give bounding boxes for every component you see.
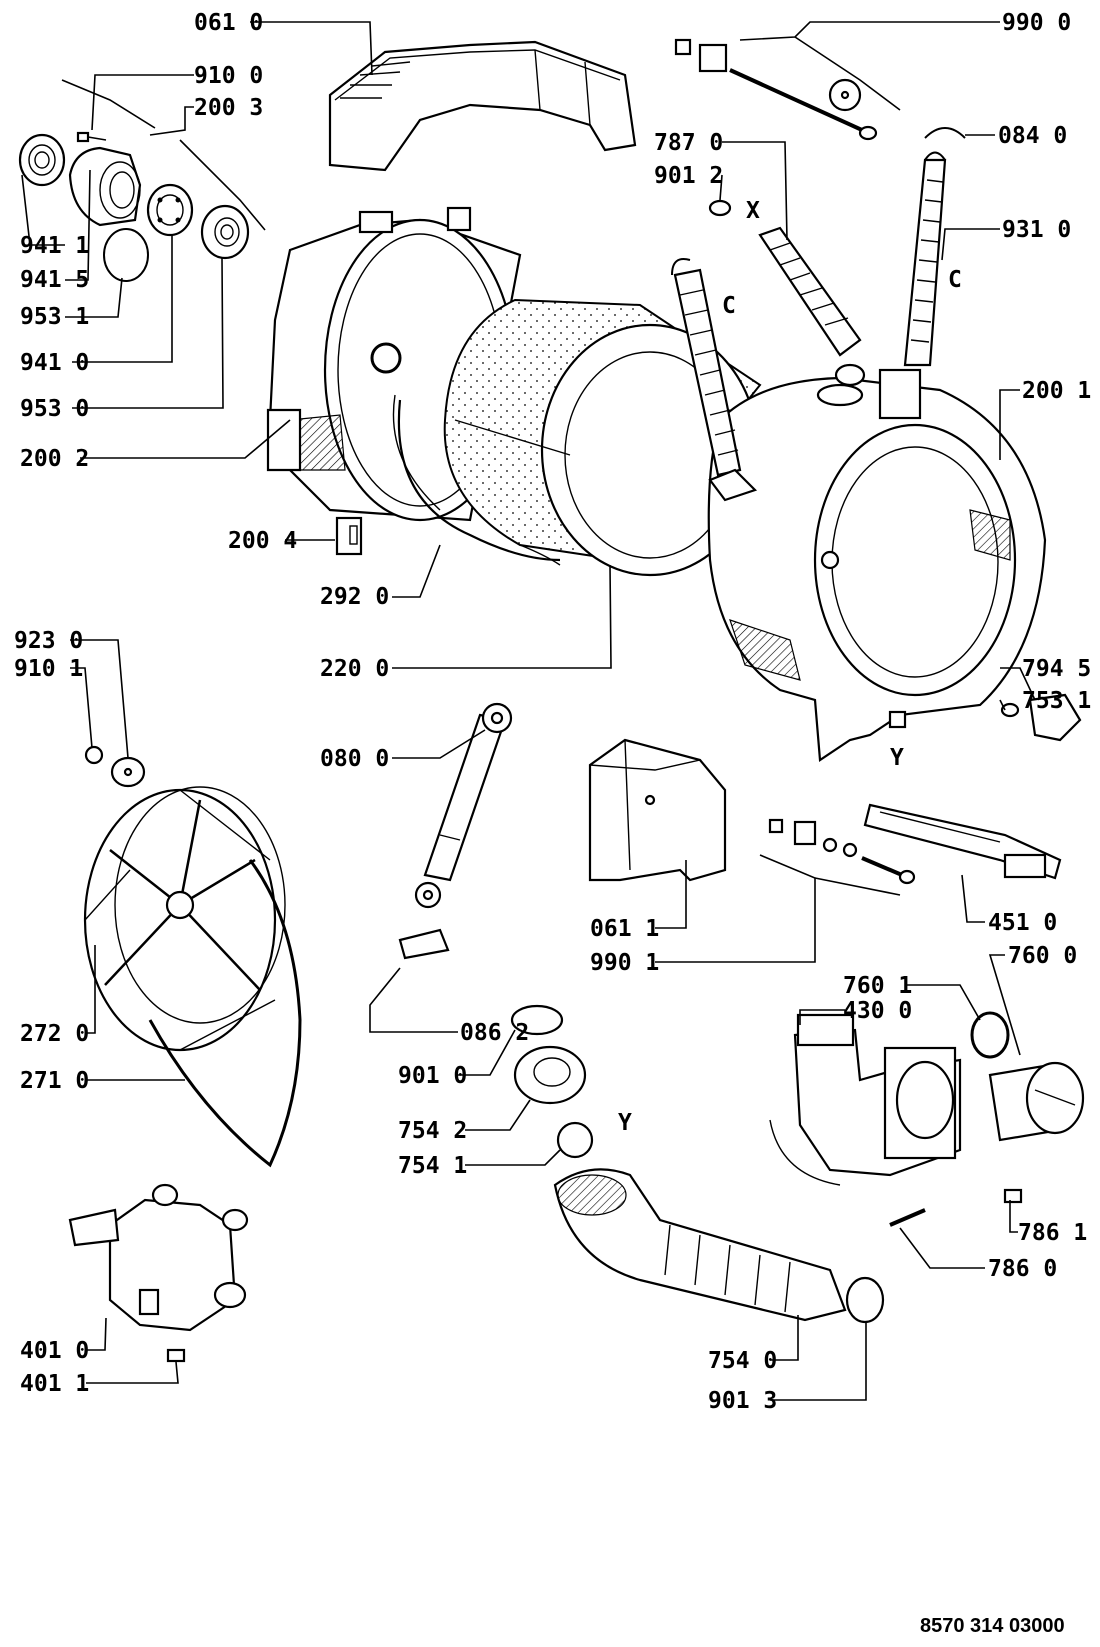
- top-counterweight-part: [328, 40, 637, 172]
- o-ring-953-1: [103, 228, 149, 282]
- hose-c-left: [671, 258, 758, 502]
- callout-794-5: 794 5: [1022, 656, 1091, 682]
- callout-941-5: 941 5: [20, 267, 89, 293]
- clamp-901-0: [510, 1004, 564, 1036]
- motor-401-0: [68, 1183, 249, 1332]
- callout-754-1: 754 1: [398, 1153, 467, 1179]
- clamp-901-3: [845, 1276, 885, 1324]
- kit-990-0: [674, 38, 878, 141]
- gasket-ring-292-0: [397, 399, 561, 562]
- callout-910-1: 910 1: [14, 656, 83, 682]
- filter-760-0: [988, 1061, 1085, 1142]
- callout-990-0: 990 0: [1002, 10, 1071, 36]
- callout-754-2: 754 2: [398, 1118, 467, 1144]
- marker-c-left: C: [722, 293, 736, 319]
- clip-086-2: [398, 928, 450, 960]
- ball-754-1: [556, 1121, 594, 1159]
- callout-901-2: 901 2: [654, 163, 723, 189]
- shock-absorber-080-0: [414, 702, 513, 909]
- callout-271-0: 271 0: [20, 1068, 89, 1094]
- pump-430-0: [769, 1013, 962, 1186]
- callout-786-0: 786 0: [988, 1256, 1057, 1282]
- callout-200-2: 200 2: [20, 446, 89, 472]
- seal-953-0: [200, 204, 250, 260]
- callout-901-0: 901 0: [398, 1063, 467, 1089]
- hose-787-0: [758, 226, 866, 387]
- callout-401-0: 401 0: [20, 1338, 89, 1364]
- bearing-941-1: [18, 133, 66, 187]
- callout-953-1: 953 1: [20, 304, 89, 330]
- hose-931-0: [903, 151, 947, 367]
- bearing-flange-941-5: [68, 146, 142, 227]
- bearing-941-0: [146, 183, 194, 237]
- heater-element-451-0: [863, 803, 1062, 880]
- callout-401-1: 401 1: [20, 1371, 89, 1397]
- callout-080-0: 080 0: [320, 746, 389, 772]
- washer-923-0: [110, 756, 146, 788]
- callout-labels: 061 0 910 0 200 3 941 1 941 5 953 1 941 …: [14, 10, 1091, 1414]
- o-ring-760-1: [970, 1011, 1010, 1059]
- clip-786-1: [1003, 1188, 1023, 1204]
- callout-901-3: 901 3: [708, 1388, 777, 1414]
- callout-292-0: 292 0: [320, 584, 389, 610]
- callout-754-0: 754 0: [708, 1348, 777, 1374]
- lower-counterweight-part: [588, 738, 727, 882]
- clip-200-4: [335, 516, 363, 556]
- callout-990-1: 990 1: [590, 950, 659, 976]
- callout-787-0: 787 0: [654, 130, 723, 156]
- pulley-272-0: [83, 786, 286, 1052]
- drain-hose-754-0: [553, 1168, 847, 1322]
- callout-084-0: 084 0: [998, 123, 1067, 149]
- callout-200-3: 200 3: [194, 95, 263, 121]
- kit-990-1: [768, 818, 916, 885]
- front-tub-half-part: [707, 368, 1047, 762]
- callout-923-0: 923 0: [14, 628, 83, 654]
- callout-760-0: 760 0: [1008, 943, 1077, 969]
- marker-y-sump: Y: [618, 1110, 632, 1136]
- leader-lines: [21, 21, 1036, 1401]
- callout-753-1: 753 1: [1022, 688, 1091, 714]
- callout-941-0: 941 0: [20, 350, 89, 376]
- part-084-0: [924, 127, 966, 139]
- clip-401-1: [166, 1348, 186, 1363]
- callout-953-0: 953 0: [20, 396, 89, 422]
- nut-910-1: [84, 745, 104, 765]
- callout-760-1: 760 1: [843, 973, 912, 999]
- callout-061-0: 061 0: [194, 10, 263, 36]
- belt-271-0: [148, 859, 302, 1168]
- callout-931-0: 931 0: [1002, 217, 1071, 243]
- callout-941-1: 941 1: [20, 233, 89, 259]
- marker-c-right: C: [948, 267, 962, 293]
- document-code: 8570 314 03000: [920, 1615, 1065, 1637]
- pin-786-0: [889, 1208, 926, 1227]
- callout-200-1: 200 1: [1022, 378, 1091, 404]
- callout-061-1: 061 1: [590, 916, 659, 942]
- heater-sensor-753-1: [1000, 693, 1082, 742]
- callout-786-1: 786 1: [1018, 1220, 1087, 1246]
- marker-x-hose: X: [746, 198, 760, 224]
- seal-754-2: [513, 1045, 587, 1105]
- bolt-910-0: [76, 131, 107, 143]
- callout-200-4: 200 4: [228, 528, 297, 554]
- callout-430-0: 430 0: [843, 998, 912, 1024]
- callout-220-0: 220 0: [320, 656, 389, 682]
- callout-086-2: 086 2: [460, 1020, 529, 1046]
- callout-451-0: 451 0: [988, 910, 1057, 936]
- callout-272-0: 272 0: [20, 1021, 89, 1047]
- marker-y-tub: Y: [890, 745, 904, 771]
- clamp-901-2: [708, 199, 732, 217]
- callout-910-0: 910 0: [194, 63, 263, 89]
